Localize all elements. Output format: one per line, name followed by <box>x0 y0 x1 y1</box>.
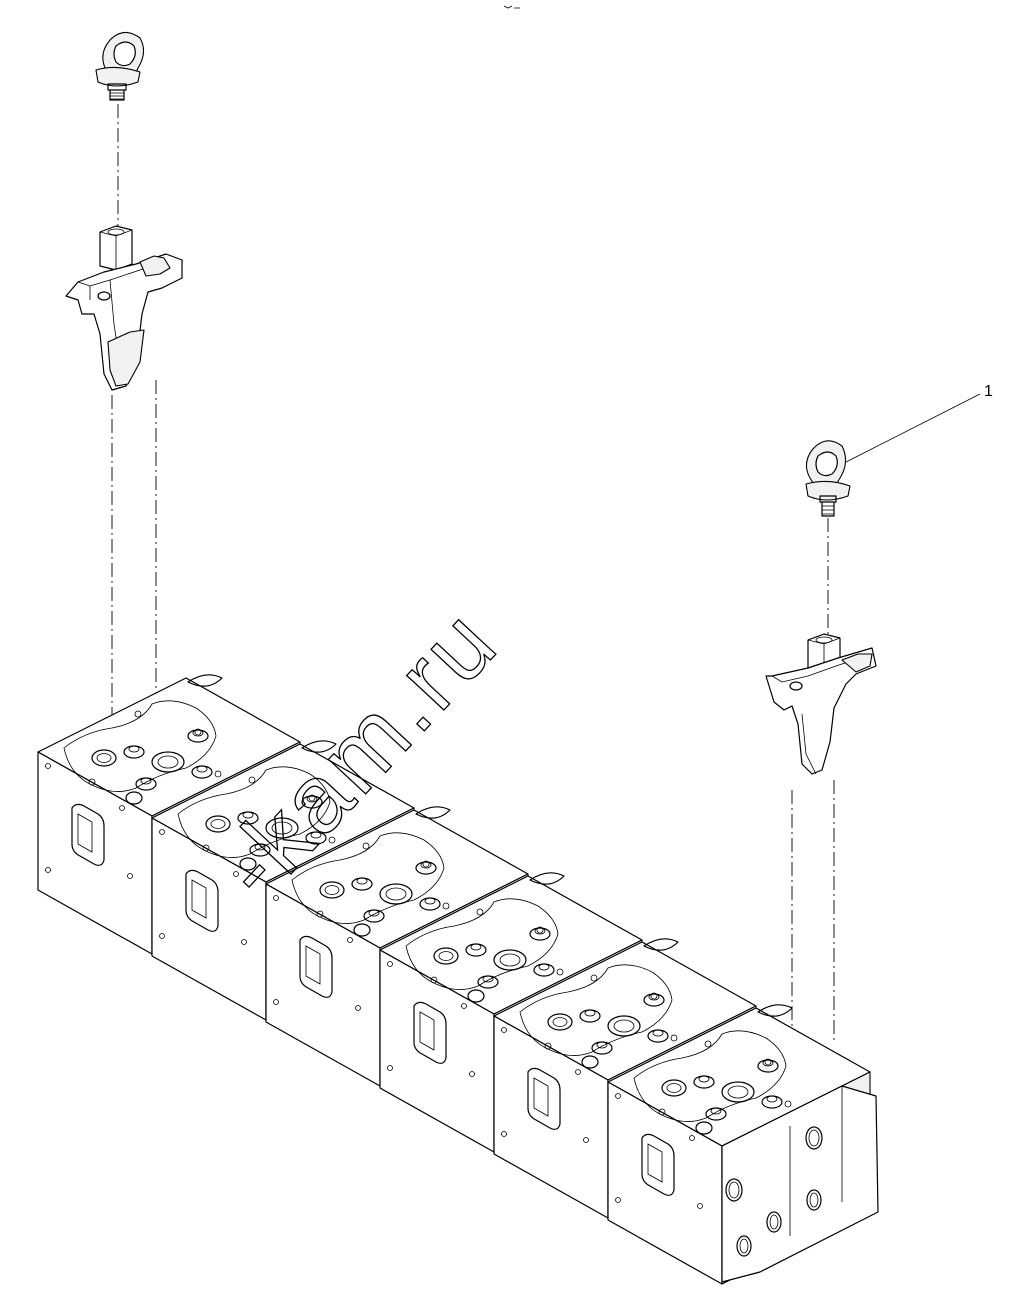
callout-1-label: 1 <box>984 383 993 400</box>
cylinder-head-assembly <box>37 674 879 1285</box>
page-mark <box>503 5 520 9</box>
lifting-bracket-left <box>65 225 183 391</box>
eye-bolt-left <box>95 31 145 101</box>
eye-bolt-right <box>805 440 851 517</box>
lifting-bracket-right <box>765 633 877 775</box>
callout-1: 1 <box>845 383 993 463</box>
cylinder-head-end-face <box>721 1085 879 1283</box>
